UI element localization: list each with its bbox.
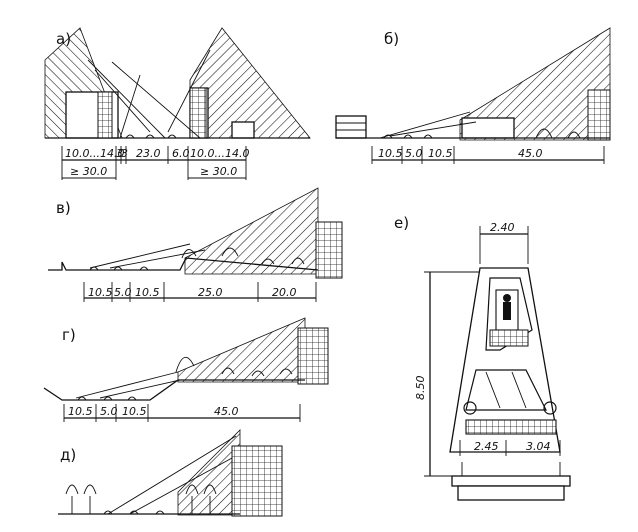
panel-d-noise-zone xyxy=(177,429,241,516)
panel-a-vehicles xyxy=(125,134,177,139)
panel-g-dim-3: 10.5 xyxy=(122,405,147,418)
panel-e-dim-inner-right: 3.04 xyxy=(526,440,551,453)
panel-v-dim-5: 20.0 xyxy=(272,286,297,299)
panel-b-dim-4: 45.0 xyxy=(518,147,543,160)
panel-v-label: в) xyxy=(56,199,71,217)
panel-a-left-building-windows xyxy=(97,91,113,139)
panel-a-dim-1: 10.0...14.0 xyxy=(65,147,124,160)
panel-a-dim-4: 23.0 xyxy=(136,147,161,160)
panel-a-dim-2: 3 xyxy=(116,147,123,160)
panel-b: б) 10.5 5.0 10.5 45.0 xyxy=(335,27,611,164)
panel-a-total-right: ≥ 30.0 xyxy=(200,165,237,178)
panel-b-trees xyxy=(535,128,581,139)
panel-b-mid-building xyxy=(461,117,515,139)
panel-a: а) 10.0...14.0 3 3 23.0 6.0 10.0...14.0 … xyxy=(44,27,311,180)
panel-v-right-building xyxy=(315,221,343,279)
panel-v: в) 10.5 5.0 10.5 25.0 20.0 xyxy=(48,187,343,302)
panel-d: д) xyxy=(58,429,283,517)
panel-a-sound-rays xyxy=(87,49,211,139)
panel-e-dim-inner-left: 2.45 xyxy=(474,440,499,453)
panel-g-right-building xyxy=(297,327,329,385)
panel-d-trees xyxy=(65,484,217,495)
panel-b-right-building xyxy=(587,89,611,141)
panel-v-trees xyxy=(181,247,305,265)
panel-e: е) 2.40 8.50 2.45 3.04 xyxy=(394,214,571,501)
panel-d-right-building xyxy=(231,445,283,517)
panel-v-noise-zone xyxy=(184,187,319,275)
panel-e-dim-width: 2.40 xyxy=(490,221,515,234)
panel-g-trees xyxy=(175,357,293,377)
panel-b-dim-1: 10.5 xyxy=(378,147,403,160)
panel-b-dim-3: 10.5 xyxy=(428,147,453,160)
panel-g-dim-4: 45.0 xyxy=(214,405,239,418)
panel-d-sound-rays xyxy=(107,435,237,515)
panel-g-label: г) xyxy=(62,326,76,344)
panel-a-dim-3: 3 xyxy=(121,147,128,160)
panel-b-dim-2: 5.0 xyxy=(405,147,423,160)
panel-v-dim-2: 5.0 xyxy=(114,286,132,299)
panel-v-dim-3: 10.5 xyxy=(135,286,160,299)
panel-g-dim-1: 10.5 xyxy=(68,405,93,418)
panel-g-noise-zone xyxy=(177,317,306,383)
panel-a-total-left: ≥ 30.0 xyxy=(70,165,107,178)
panel-g: г) 10.5 5.0 10.5 45.0 xyxy=(43,317,329,422)
panel-e-foundation xyxy=(457,485,565,501)
panel-v-dim-4: 25.0 xyxy=(198,286,223,299)
panel-g-sound-rays xyxy=(75,371,181,399)
panel-a-dim-6: 10.0...14.0 xyxy=(190,147,249,160)
panel-e-label: е) xyxy=(394,214,409,232)
panel-a-small-building xyxy=(231,121,255,139)
panel-e-dim-height: 8.50 xyxy=(414,376,427,401)
panel-e-base xyxy=(451,475,571,487)
panel-a-dim-5: 6.0 xyxy=(172,147,190,160)
panel-b-left-building xyxy=(335,115,367,139)
panel-g-dim-2: 5.0 xyxy=(100,405,118,418)
panel-v-ground-line xyxy=(48,257,319,271)
panel-v-sound-rays xyxy=(89,243,206,269)
panel-e-person-figure xyxy=(503,294,511,302)
panel-b-sound-rays xyxy=(379,111,477,139)
panel-v-dim-1: 10.5 xyxy=(88,286,113,299)
panel-e-platform xyxy=(465,419,557,435)
panel-d-label: д) xyxy=(60,446,76,464)
panel-b-label: б) xyxy=(384,30,399,48)
panel-g-ground-line xyxy=(43,379,305,401)
